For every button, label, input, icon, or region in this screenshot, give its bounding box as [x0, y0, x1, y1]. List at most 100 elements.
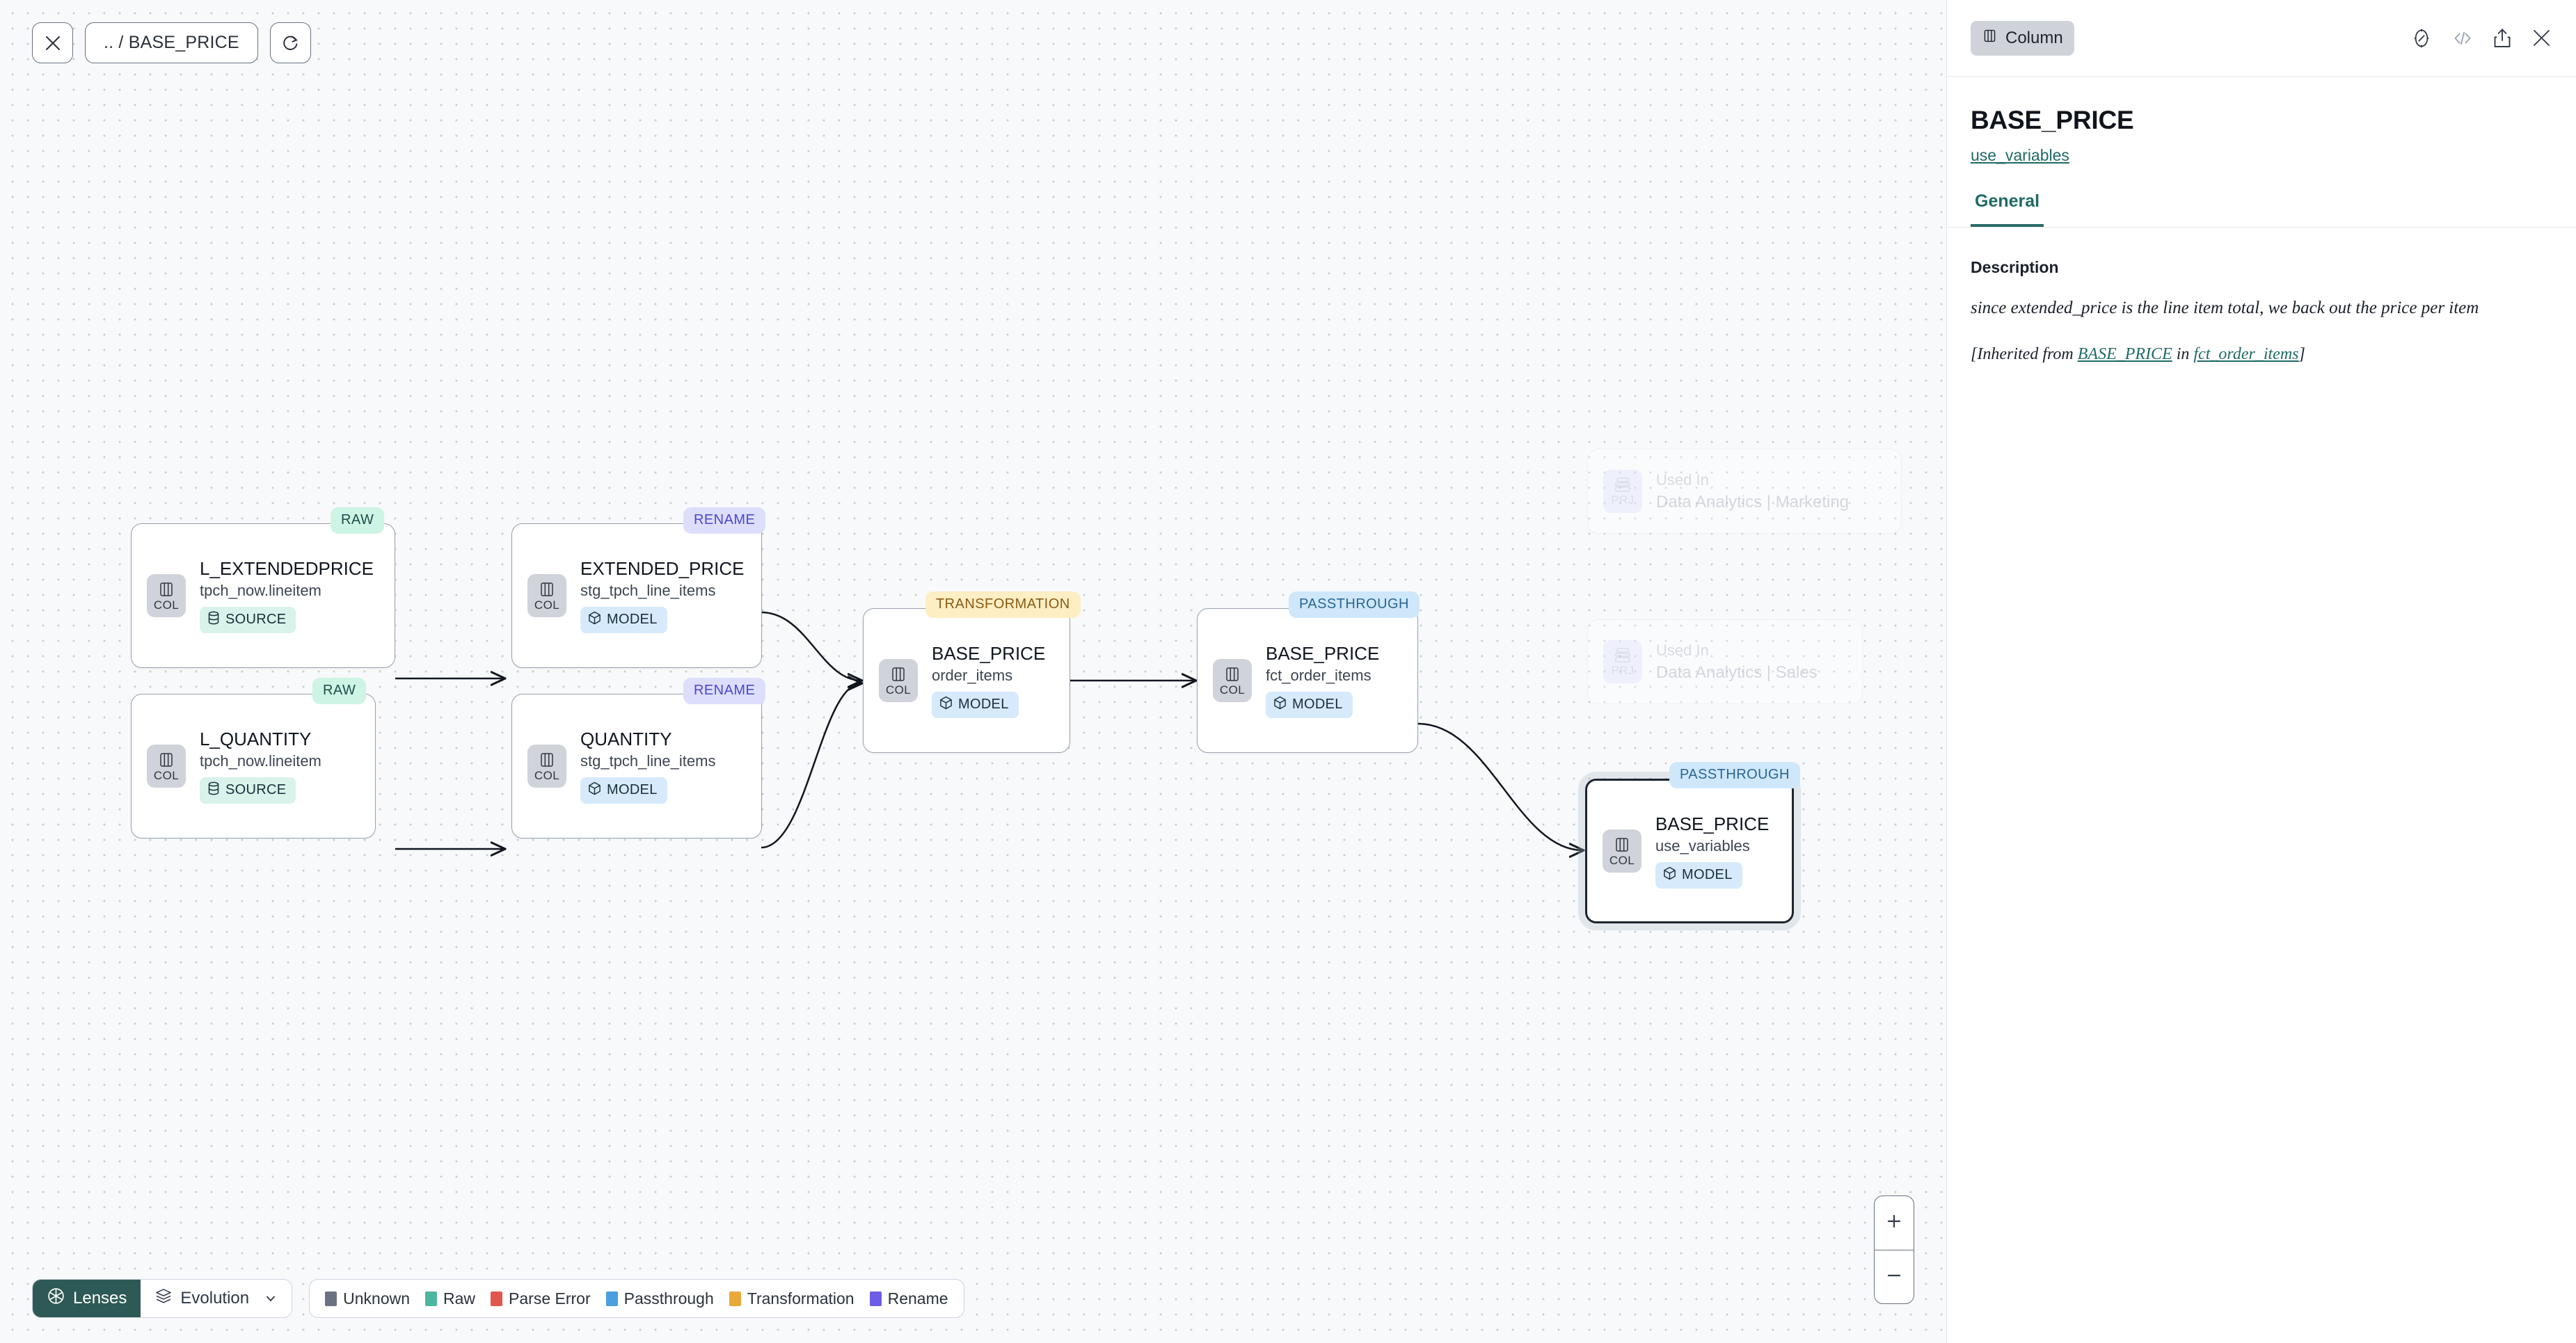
database-icon — [207, 781, 220, 800]
column-icon: COL — [527, 745, 566, 788]
legend-item-unknown: Unknown — [325, 1289, 410, 1308]
project-icon-label: PRJ — [1611, 493, 1635, 507]
legend-label: Raw — [443, 1289, 476, 1308]
page-title: BASE_PRICE — [1971, 106, 2134, 134]
node-subtitle: stg_tpch_line_items — [580, 582, 716, 600]
node-l-quantity[interactable]: COL L_QUANTITY tpch_now.lineitem SOURCE — [131, 694, 376, 839]
node-subtitle: tpch_now.lineitem — [200, 752, 321, 770]
node-tag-label: SOURCE — [225, 782, 287, 798]
evolution-dropdown[interactable]: Evolution — [141, 1280, 292, 1317]
legend-item-transformation: Transformation — [729, 1289, 854, 1308]
inherited-suffix: ] — [2298, 344, 2305, 363]
column-icon-label: COL — [1219, 683, 1246, 697]
node-tag-model: MODEL — [580, 606, 667, 633]
node-extended-price[interactable]: COL EXTENDED_PRICE stg_tpch_line_items M… — [511, 523, 762, 668]
node-tag-model: MODEL — [580, 777, 667, 804]
column-icon-label: COL — [1609, 854, 1635, 867]
node-tag-label: SOURCE — [225, 612, 287, 628]
legend-swatch — [325, 1291, 337, 1306]
parent-model-link[interactable]: use_variables — [1971, 146, 2069, 164]
legend-item-raw: Raw — [425, 1289, 475, 1308]
column-icon: COL — [147, 574, 186, 617]
legend-item-parse-error: Parse Error — [491, 1289, 591, 1308]
node-tag-source: SOURCE — [200, 606, 296, 633]
used-in-card-marketing[interactable]: PRJ Used In Data Analytics | Marketing — [1587, 449, 1902, 534]
node-base-price-use-variables[interactable]: COL BASE_PRICE use_variables MODEL — [1585, 779, 1794, 923]
inherited-column-link[interactable]: BASE_PRICE — [2077, 344, 2172, 363]
node-tag-label: MODEL — [958, 697, 1009, 713]
explore-compass-icon[interactable] — [2410, 26, 2433, 50]
node-title: EXTENDED_PRICE — [580, 558, 745, 580]
column-icon: COL — [879, 659, 918, 702]
node-title: L_EXTENDEDPRICE — [200, 558, 374, 580]
cube-icon — [1273, 696, 1287, 714]
layers-icon — [154, 1287, 173, 1310]
inherited-middle: in — [2172, 344, 2194, 363]
inherited-model-link[interactable]: fct_order_items — [2193, 344, 2299, 363]
cube-icon — [939, 696, 953, 714]
node-badge-transformation: TRANSFORMATION — [925, 591, 1081, 618]
description-text: since extended_price is the line item to… — [1971, 299, 2479, 317]
lenses-label: Lenses — [73, 1289, 127, 1308]
inherited-note: [Inherited from BASE_PRICE in fct_order_… — [1971, 342, 2552, 367]
description-section: Description since extended_price is the … — [1947, 228, 2576, 367]
zoom-out-button[interactable] — [1875, 1250, 1914, 1303]
inherited-prefix: [Inherited from — [1971, 344, 2078, 363]
column-icon: COL — [1213, 659, 1252, 702]
zoom-in-button[interactable] — [1875, 1196, 1914, 1250]
entity-kind-chip[interactable]: Column — [1971, 20, 2074, 56]
node-base-price-fct-order-items[interactable]: COL BASE_PRICE fct_order_items MODEL — [1197, 608, 1418, 753]
column-icon-label: COL — [885, 683, 912, 697]
description-label: Description — [1971, 258, 2059, 276]
entity-kind-label: Column — [2005, 28, 2063, 47]
share-icon[interactable] — [2492, 27, 2513, 49]
legend-item-passthrough: Passthrough — [605, 1289, 714, 1308]
node-tag-label: MODEL — [607, 612, 658, 628]
column-icon — [1982, 28, 1998, 49]
node-badge-raw: RAW — [331, 507, 385, 534]
aperture-icon — [47, 1287, 65, 1310]
column-icon-label: COL — [534, 769, 560, 782]
refresh-button[interactable] — [269, 22, 311, 63]
node-tag-source: SOURCE — [200, 777, 296, 804]
used-in-card-sales[interactable]: PRJ Used In Data Analytics | Sales — [1587, 619, 1863, 704]
breadcrumb[interactable]: .. / BASE_PRICE — [85, 22, 258, 63]
close-panel-icon[interactable] — [2531, 27, 2552, 49]
chevron-down-icon — [264, 1292, 278, 1305]
node-title: L_QUANTITY — [200, 729, 312, 750]
code-icon[interactable] — [2451, 27, 2474, 49]
node-tag-label: MODEL — [607, 782, 658, 798]
node-l-extendedprice[interactable]: COL L_EXTENDEDPRICE tpch_now.lineitem SO… — [131, 523, 395, 668]
legend-item-rename: Rename — [869, 1289, 948, 1308]
panel-title-block: BASE_PRICE use_variables — [1947, 77, 2576, 165]
column-icon: COL — [527, 574, 566, 617]
panel-header-actions — [2410, 26, 2552, 50]
node-tag-model: MODEL — [932, 691, 1019, 718]
node-badge-rename: RENAME — [683, 678, 766, 704]
node-subtitle: tpch_now.lineitem — [200, 582, 321, 600]
evolution-label: Evolution — [180, 1289, 250, 1308]
plus-icon — [1885, 1212, 1903, 1234]
node-quantity[interactable]: COL QUANTITY stg_tpch_line_items MODEL — [511, 694, 762, 839]
cube-icon — [1663, 866, 1676, 884]
legend-label: Passthrough — [623, 1289, 714, 1308]
used-in-value: Data Analytics | Marketing — [1656, 492, 1850, 511]
node-base-price-order-items[interactable]: COL BASE_PRICE order_items MODEL — [863, 608, 1070, 753]
legend-label: Unknown — [343, 1289, 411, 1308]
database-icon — [207, 611, 220, 629]
close-button[interactable] — [32, 22, 73, 63]
details-panel: Column — [1946, 0, 2576, 1343]
lenses-button[interactable]: Lenses — [33, 1280, 141, 1317]
node-subtitle: order_items — [932, 667, 1013, 685]
cube-icon — [588, 781, 601, 800]
used-in-label: Used In — [1656, 641, 1709, 659]
node-title: QUANTITY — [580, 729, 672, 750]
node-tag-model: MODEL — [1266, 691, 1353, 718]
column-icon-label: COL — [153, 769, 180, 782]
lineage-canvas[interactable]: .. / BASE_PRICE PRJ Used In Da — [0, 0, 1946, 1343]
close-icon — [44, 34, 62, 52]
column-icon: COL — [1603, 829, 1641, 873]
refresh-icon — [280, 33, 300, 53]
legend-swatch — [869, 1291, 882, 1306]
tab-general[interactable]: General — [1971, 191, 2044, 227]
